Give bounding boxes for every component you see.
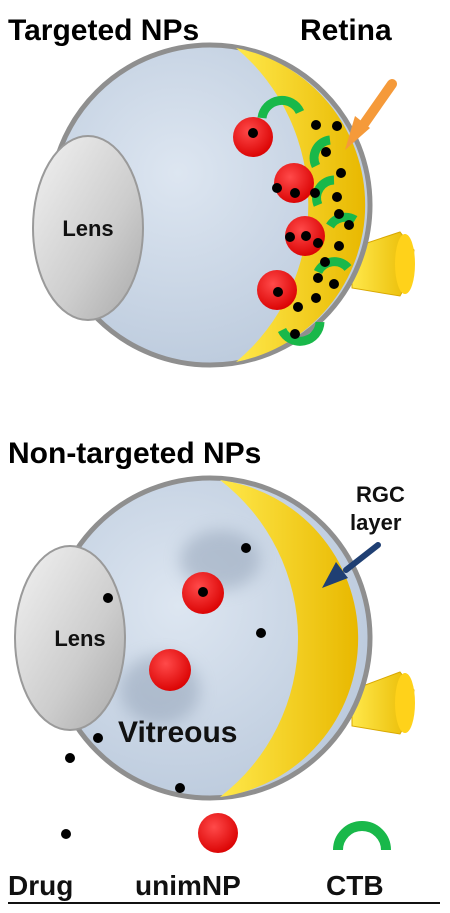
drug-dot (332, 121, 342, 131)
ctb-arc (257, 95, 305, 119)
ctb-arc (277, 321, 325, 346)
nanoparticle (274, 163, 314, 203)
drug-dot (320, 257, 330, 267)
vitreous-label: Vitreous (118, 716, 238, 749)
drug-dot (198, 587, 208, 597)
drug-dot (329, 279, 339, 289)
drug-dot (336, 168, 346, 178)
rgc-label-line1: RGC (356, 482, 405, 507)
retina-label: Retina (300, 14, 392, 47)
drug-dot (344, 220, 354, 230)
drug-dot (65, 753, 75, 763)
lens-label: Lens (54, 626, 105, 651)
drug-dot (311, 120, 321, 130)
rgc-layer (220, 480, 359, 797)
rgc-label-line2: layer (350, 510, 402, 535)
non-targeted-panel: Non-targeted NPs Lens RGC layer (8, 437, 415, 801)
optic-nerve-end (395, 234, 415, 294)
drug-dot (310, 188, 320, 198)
legend-nanoparticle-symbol (198, 813, 238, 853)
rgc-arrow (322, 542, 381, 588)
drug-dot (272, 183, 282, 193)
drug-dot (334, 241, 344, 251)
drug-dot (241, 543, 251, 553)
drug-dot (332, 192, 342, 202)
drug-dot (321, 147, 331, 157)
retina-arrow (345, 79, 397, 150)
drug-dot (313, 238, 323, 248)
lens-label: Lens (62, 216, 113, 241)
legend-drug-symbol (61, 829, 71, 839)
targeted-drugs (248, 120, 354, 339)
drug-dot (256, 628, 266, 638)
legend: Drug unimNP CTB (8, 813, 440, 904)
drug-dot (290, 329, 300, 339)
drug-dot (290, 188, 300, 198)
free-drugs (65, 543, 266, 793)
drug-dot (273, 287, 283, 297)
drug-dot (175, 783, 185, 793)
ctb-arc (313, 257, 352, 275)
nanoparticle (149, 649, 191, 691)
drug-dot (311, 293, 321, 303)
targeted-title: Targeted NPs (8, 14, 199, 47)
ctb-arc (309, 135, 331, 169)
drug-dot (293, 302, 303, 312)
drug-dot (334, 209, 344, 219)
ctb-arc (312, 175, 335, 207)
non-targeted-title: Non-targeted NPs (8, 437, 261, 470)
drug-dot (285, 232, 295, 242)
drug-dot (301, 231, 311, 241)
targeted-panel: Targeted NPs Retina Lens (8, 14, 415, 368)
legend-ctb-label: CTB (326, 870, 384, 901)
lens (14, 545, 126, 731)
legend-ctb-symbol (333, 821, 391, 851)
drug-dot (313, 273, 323, 283)
optic-nerve-end (395, 673, 415, 733)
legend-drug-label: Drug (8, 870, 73, 901)
lens (32, 135, 144, 321)
drug-dot (103, 593, 113, 603)
drug-dot (93, 733, 103, 743)
drug-dot (248, 128, 258, 138)
legend-nanoparticle-label: unimNP (135, 870, 241, 901)
